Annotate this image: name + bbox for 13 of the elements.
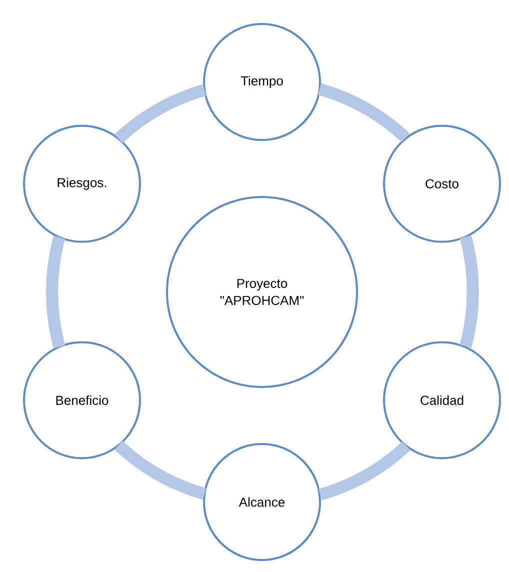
ring-segment (318, 441, 410, 500)
circle-node: Proyecto "APROHCAM" (166, 196, 358, 388)
circle-node: Calidad (383, 341, 501, 460)
ring-segment (460, 235, 479, 348)
circle-node: Riesgos. (23, 124, 141, 243)
ring-segment (46, 236, 66, 348)
circle-node: Costo (383, 124, 501, 243)
circle-node: Alcance (203, 443, 321, 561)
circle-node: Beneficio (23, 341, 141, 460)
ring-segment (114, 440, 206, 500)
ring-segment (114, 84, 206, 144)
circle-node: Tiempo (203, 23, 321, 141)
ring-segment (318, 83, 410, 142)
